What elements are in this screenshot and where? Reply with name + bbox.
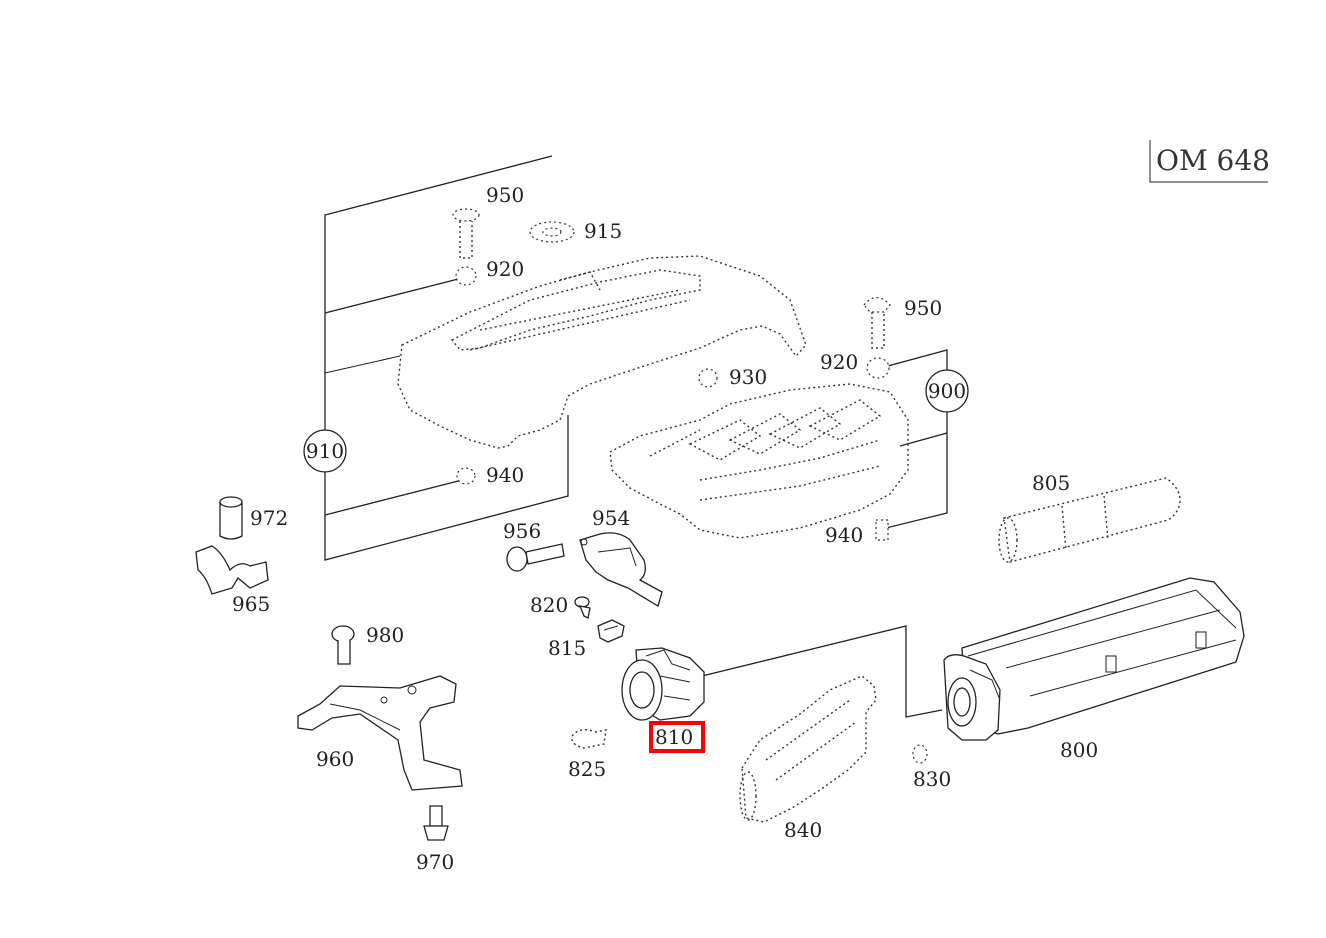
- callout-810[interactable]: 810: [655, 725, 693, 749]
- callout-950-lower[interactable]: 950: [904, 296, 942, 320]
- engine-cover: [397, 255, 807, 449]
- clamp-825: [571, 729, 607, 749]
- callout-965[interactable]: 965: [232, 592, 270, 616]
- grommet-930: [698, 368, 718, 388]
- callout-labels: 950 915 920 950 920 930 900 910 940 940 …: [232, 183, 1098, 874]
- intake-manifold: [609, 383, 909, 539]
- fastener-940-left: [456, 467, 476, 485]
- callout-954[interactable]: 954: [592, 506, 630, 530]
- callout-900[interactable]: 900: [928, 379, 966, 403]
- screw-820: [574, 596, 591, 619]
- bolt-970: [423, 805, 449, 841]
- callout-980[interactable]: 980: [366, 623, 404, 647]
- fastener-940-right: [875, 519, 889, 541]
- bracket-960: [297, 675, 463, 791]
- callout-815[interactable]: 815: [548, 636, 586, 660]
- clip-965: [195, 545, 269, 595]
- callout-970[interactable]: 970: [416, 850, 454, 874]
- callout-940-right[interactable]: 940: [825, 523, 863, 547]
- spacer-972: [219, 496, 243, 540]
- callout-820[interactable]: 820: [530, 593, 568, 617]
- highlight-box-810: [649, 721, 705, 753]
- clip-830: [912, 744, 928, 764]
- engine-tag-label: OM 648: [1156, 144, 1270, 177]
- callout-830[interactable]: 830: [913, 767, 951, 791]
- bracket-900: [885, 349, 969, 529]
- callout-800[interactable]: 800: [1060, 738, 1098, 762]
- callout-825[interactable]: 825: [568, 757, 606, 781]
- sensor-815: [597, 619, 625, 643]
- callout-920-lower[interactable]: 920: [820, 350, 858, 374]
- bolt-950-lower: [863, 296, 891, 349]
- callout-960[interactable]: 960: [316, 747, 354, 771]
- callout-950-upper[interactable]: 950: [486, 183, 524, 207]
- throttle-body-810: [621, 647, 705, 721]
- bolt-980: [331, 625, 355, 665]
- bolt-950-upper: [452, 208, 480, 259]
- grommet-920-upper: [455, 266, 477, 286]
- callout-circle-910: [303, 429, 347, 473]
- rubber-mount-915: [529, 221, 575, 243]
- hose-840: [739, 675, 877, 823]
- engine-tag: OM 648: [1149, 140, 1270, 183]
- callout-circle-900: [925, 369, 969, 413]
- callout-920-upper[interactable]: 920: [486, 257, 524, 281]
- callout-956[interactable]: 956: [503, 519, 541, 543]
- callout-915[interactable]: 915: [584, 219, 622, 243]
- bolt-956: [506, 543, 565, 572]
- hose-805: [998, 477, 1181, 563]
- callout-972[interactable]: 972: [250, 506, 288, 530]
- bracket-954: [579, 532, 663, 607]
- callout-940-left[interactable]: 940: [486, 463, 524, 487]
- callout-930[interactable]: 930: [729, 365, 767, 389]
- grommet-920-lower: [866, 357, 890, 379]
- callout-805[interactable]: 805: [1032, 471, 1070, 495]
- air-filter-housing-800: [943, 577, 1245, 741]
- bracket-910: [303, 155, 569, 561]
- callout-840[interactable]: 840: [784, 818, 822, 842]
- bracket-800: [701, 625, 943, 718]
- callout-910[interactable]: 910: [306, 439, 344, 463]
